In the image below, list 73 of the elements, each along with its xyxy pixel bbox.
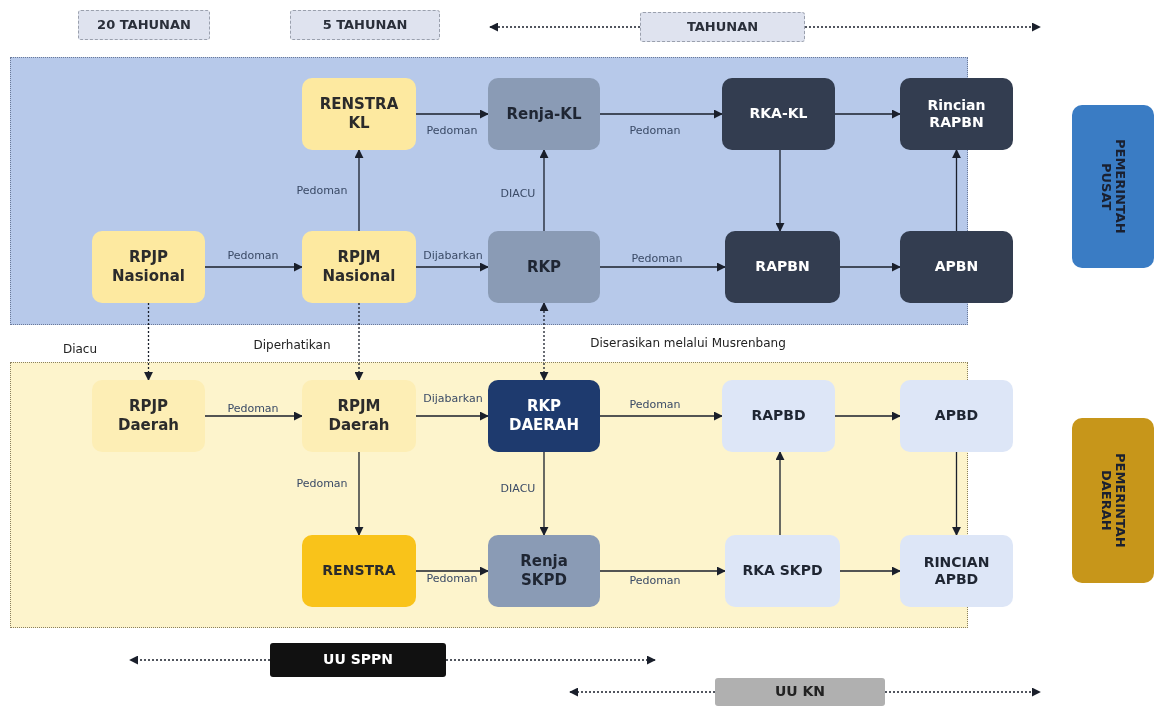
budget-box: RINCIAN APBD bbox=[900, 535, 1013, 607]
work-plan-box: RKP DAERAH bbox=[488, 380, 600, 452]
period-box: 20 TAHUNAN bbox=[78, 10, 210, 40]
arrow bbox=[952, 451, 961, 536]
arrow bbox=[834, 411, 901, 421]
budget-box: RKA-KL bbox=[722, 78, 835, 150]
law-box: UU KN bbox=[715, 678, 885, 706]
edge-label: Diserasikan melalui Musrenbang bbox=[589, 336, 787, 350]
arrow bbox=[599, 566, 726, 576]
law-box: UU SPPN bbox=[270, 643, 446, 677]
arrow bbox=[834, 109, 901, 119]
arrow bbox=[539, 451, 549, 536]
plan-box: RPJM Daerah bbox=[302, 380, 416, 452]
arrow bbox=[775, 451, 785, 536]
arrow bbox=[775, 149, 785, 232]
arrow bbox=[415, 411, 489, 421]
budget-box: APBD bbox=[900, 380, 1013, 452]
edge-label: Pedoman bbox=[295, 476, 349, 490]
plan-box: RENSTRA KL bbox=[302, 78, 416, 150]
budget-box: RAPBN bbox=[725, 231, 840, 303]
span-arrow bbox=[445, 655, 656, 665]
budget-box: Rincian RAPBN bbox=[900, 78, 1013, 150]
period-box: 5 TAHUNAN bbox=[290, 10, 440, 40]
arrow bbox=[415, 109, 489, 119]
arrow bbox=[599, 262, 726, 272]
edge-label: Diacu bbox=[61, 342, 99, 356]
budget-box: RKA SKPD bbox=[725, 535, 840, 607]
government-level-tab: PEMERINTAH DAERAH bbox=[1072, 418, 1154, 583]
arrow bbox=[204, 262, 303, 272]
edge-label: Pedoman bbox=[226, 401, 280, 415]
edge-label: Pedoman bbox=[628, 123, 682, 137]
plan-box: RPJP Nasional bbox=[92, 231, 205, 303]
edge-label: DIACU bbox=[499, 186, 537, 200]
plan-box: RPJM Nasional bbox=[302, 231, 416, 303]
arrow bbox=[144, 302, 153, 381]
edge-label: Pedoman bbox=[295, 183, 349, 197]
work-plan-box: RKP bbox=[488, 231, 600, 303]
arrow bbox=[354, 149, 364, 232]
edge-label: Pedoman bbox=[226, 248, 280, 262]
edge-label: Pedoman bbox=[630, 251, 684, 265]
arrow bbox=[539, 149, 549, 232]
edge-label: Pedoman bbox=[425, 123, 479, 137]
period-box: TAHUNAN bbox=[640, 12, 805, 42]
edge-label: Diperhatikan bbox=[252, 338, 332, 352]
arrow bbox=[952, 149, 961, 232]
edge-label: Pedoman bbox=[425, 571, 479, 585]
edge-label: Dijabarkan bbox=[422, 391, 484, 405]
plan-box: RENSTRA bbox=[302, 535, 416, 607]
arrow bbox=[599, 411, 723, 421]
government-level-tab: PEMERINTAH PUSAT bbox=[1072, 105, 1154, 268]
arrow bbox=[415, 566, 489, 576]
arrow bbox=[599, 109, 723, 119]
span-arrow bbox=[884, 687, 1041, 697]
arrow bbox=[839, 262, 901, 272]
span-arrow bbox=[569, 687, 716, 697]
edge-label: Pedoman bbox=[628, 397, 682, 411]
budget-box: APBN bbox=[900, 231, 1013, 303]
span-arrow bbox=[129, 655, 271, 665]
arrow bbox=[539, 302, 549, 381]
work-plan-box: Renja SKPD bbox=[488, 535, 600, 607]
edge-label: Dijabarkan bbox=[422, 248, 484, 262]
span-arrow bbox=[489, 22, 641, 32]
arrow bbox=[415, 262, 489, 272]
arrow bbox=[839, 566, 901, 576]
span-arrow bbox=[804, 22, 1041, 32]
edge-label: Pedoman bbox=[628, 573, 682, 587]
budget-box: RAPBD bbox=[722, 380, 835, 452]
arrow bbox=[204, 411, 303, 421]
arrow bbox=[354, 302, 364, 381]
edge-label: DIACU bbox=[499, 481, 537, 495]
arrow bbox=[354, 451, 364, 536]
plan-box: RPJP Daerah bbox=[92, 380, 205, 452]
work-plan-box: Renja-KL bbox=[488, 78, 600, 150]
